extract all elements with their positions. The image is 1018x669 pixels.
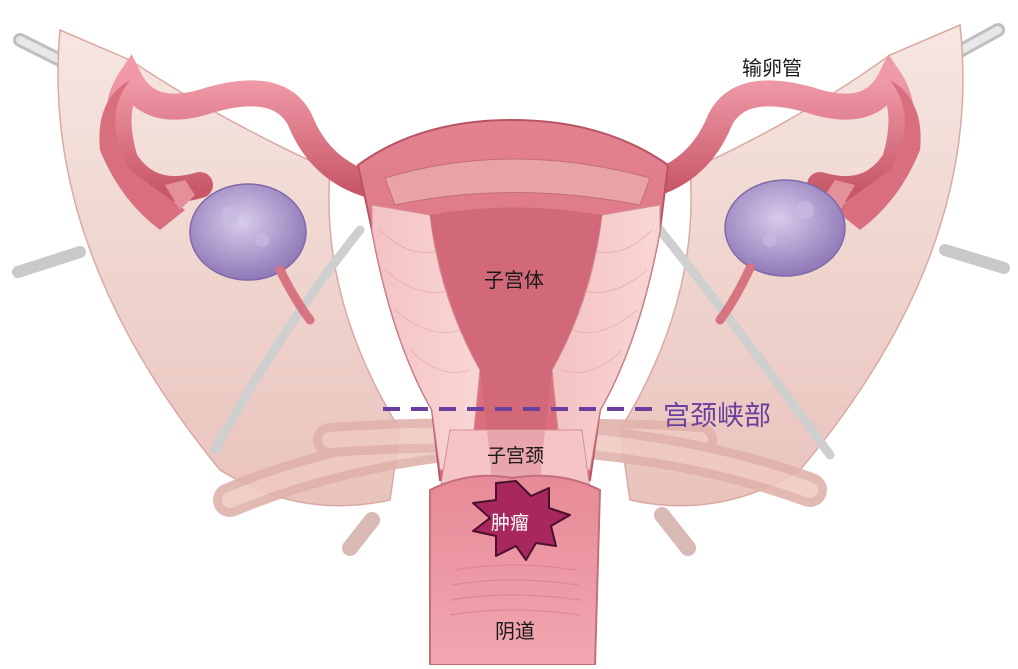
label-cervix: 子宫颈 [487,441,544,468]
label-vagina: 阴道 [495,615,535,644]
label-tumor: 肿瘤 [491,508,529,535]
label-isthmus: 宫颈峡部 [663,394,771,433]
label-fallopian-tube: 输卵管 [742,52,802,81]
label-uterine-body: 子宫体 [484,264,544,293]
